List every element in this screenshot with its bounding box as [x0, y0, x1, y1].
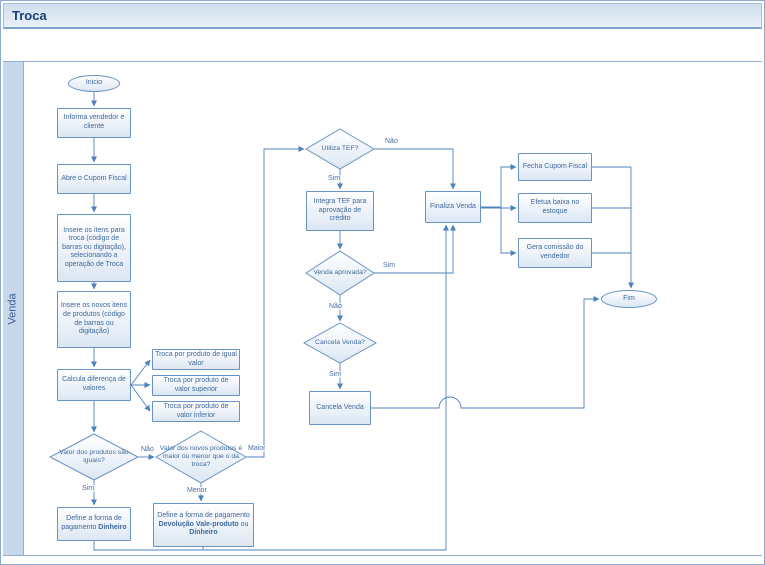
define-dinheiro-text: Define a forma de pagamento Dinheiro [61, 515, 127, 531]
node-inicio: Inicio [68, 75, 120, 92]
node-calcula-diferenca: Calcula diferença de valores [57, 369, 131, 401]
node-integra-tef: Integra TEF para aprovação de crédito [306, 191, 374, 231]
node-troca-valor-inferior: Troca por produto de valor inferior [152, 401, 240, 422]
decision-text-utiliza-tef: Utiliza TEF? [321, 144, 359, 152]
lane-header: Venda [3, 62, 24, 555]
node-insere-novos-itens: Insere os novos itens de produtos (códig… [57, 291, 131, 348]
decision-text-cancela-venda: Cancela Venda? [315, 338, 365, 346]
node-define-pagamento-devolucao: Define a forma de pagamento Devolução Va… [153, 503, 254, 547]
node-insere-itens-troca: Insere os itens para troca (código de ba… [57, 214, 131, 282]
edge-label-nao-iguais: Não [140, 446, 155, 453]
define-devolucao-text: Define a forma de pagamento Devolução Va… [157, 512, 250, 537]
node-troca-valor-superior: Troca por produto de valor superior [152, 375, 240, 396]
decision-text-maior-menor: Valor dos novos produtos é maior ou meno… [159, 444, 243, 468]
decision-text-valor-iguais: Valor dos produtos são iguais? [59, 448, 129, 464]
node-define-pagamento-dinheiro: Define a forma de pagamento Dinheiro [57, 507, 131, 541]
edge-label-sim-cancela: Sim [328, 371, 343, 378]
node-cancela-venda: Cancela Venda [309, 391, 371, 425]
pool-title-bar: Troca [3, 3, 762, 29]
node-efetua-baixa: Efetua baixa no estoque [518, 193, 592, 223]
node-abre-cupom: Abre o Cupom Fiscal [57, 164, 131, 194]
edge-label-maior: Maior [247, 445, 267, 452]
node-troca-igual-valor: Troca por produto de igual valor [152, 349, 240, 370]
edge-label-menor: Menor [186, 487, 208, 494]
node-fim: Fim [601, 290, 657, 308]
edge-label-nao-aprovada: Não [328, 303, 343, 310]
decision-text-venda-aprovada: Venda aprovada? [313, 268, 367, 276]
edge-label-sim-aprovada: Sim [382, 262, 397, 269]
node-informa-vendedor: Informa vendedor e cliente [57, 108, 131, 138]
pool-title: Troca [12, 8, 47, 23]
node-fecha-cupom: Fecha Cupom Fiscal [518, 153, 592, 181]
edge-label-nao-tef: Não [384, 138, 399, 145]
edge-label-sim-tef: Sim [327, 175, 342, 182]
edge-label-sim-iguais: Sim [81, 485, 96, 492]
node-gera-comissao: Gera comissão do vendedor [518, 238, 592, 268]
node-finaliza-venda: Finaliza Venda [425, 191, 481, 223]
lane-label: Venda [7, 292, 20, 325]
